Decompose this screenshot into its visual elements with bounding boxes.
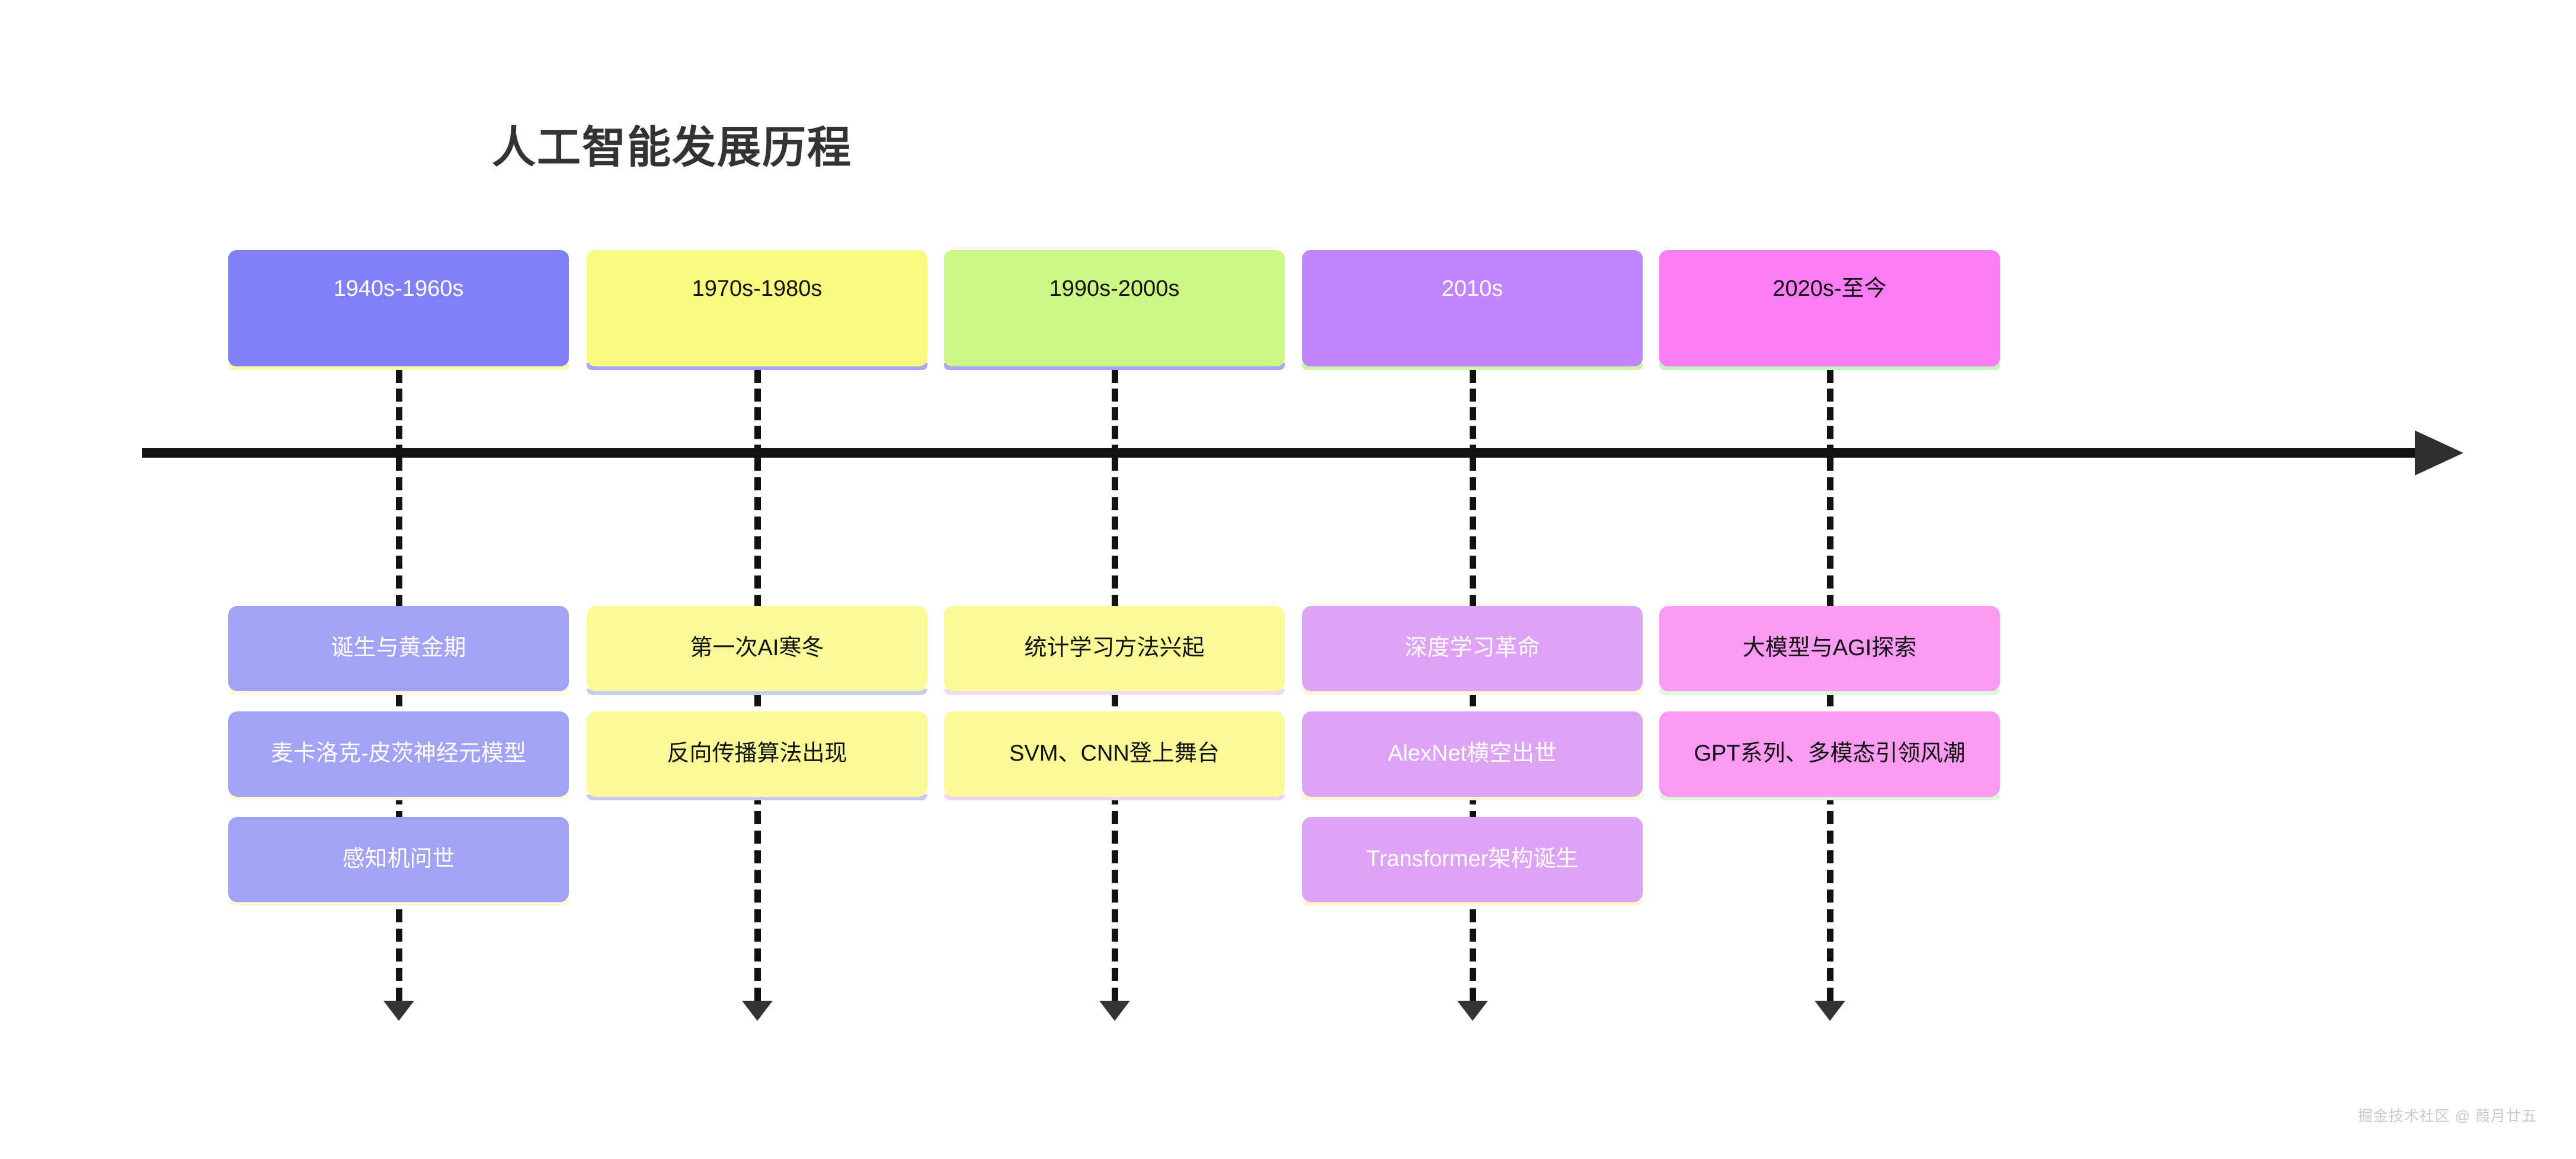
- event-box-5-2[interactable]: GPT系列、多模态引领风潮: [1659, 711, 2000, 797]
- era-box-4[interactable]: 2010s: [1302, 250, 1643, 366]
- event-shadow-4-3: [1302, 900, 1643, 906]
- page-title: 人工智能发展历程: [492, 123, 852, 172]
- event-shadow-3-2: [944, 794, 1285, 800]
- event-shadow-4-2: [1302, 794, 1643, 800]
- event-shadow-3-1: [944, 689, 1285, 695]
- era-box-5[interactable]: 2020s-至今: [1659, 250, 2000, 366]
- event-shadow-1-3: [228, 900, 569, 906]
- event-shadow-2-1: [587, 689, 927, 695]
- event-shadow-1-2: [228, 794, 569, 800]
- era-box-1[interactable]: 1940s-1960s: [228, 250, 569, 366]
- connector-arrow-icon-3: [1099, 1001, 1130, 1021]
- event-shadow-5-1: [1659, 689, 2000, 695]
- event-box-3-1[interactable]: 统计学习方法兴起: [944, 606, 1285, 691]
- connector-era-5: [1826, 370, 1833, 458]
- event-box-4-3[interactable]: Transformer架构诞生: [1302, 817, 1643, 902]
- event-shadow-5-2: [1659, 794, 2000, 800]
- event-box-2-2[interactable]: 反向传播算法出现: [587, 711, 927, 797]
- event-shadow-1-1: [228, 689, 569, 695]
- connector-era-3: [1111, 370, 1118, 458]
- connector-era-4: [1469, 370, 1476, 458]
- event-box-5-1[interactable]: 大模型与AGI探索: [1659, 606, 2000, 691]
- event-shadow-4-1: [1302, 689, 1643, 695]
- event-box-1-1[interactable]: 诞生与黄金期: [228, 606, 569, 691]
- event-box-1-3[interactable]: 感知机问世: [228, 817, 569, 902]
- connector-era-1: [395, 370, 402, 458]
- era-box-3[interactable]: 1990s-2000s: [944, 250, 1285, 366]
- connector-arrow-icon-4: [1457, 1001, 1488, 1021]
- timeline-axis-arrow-icon: [2415, 430, 2463, 475]
- event-box-4-2[interactable]: AlexNet横空出世: [1302, 711, 1643, 797]
- era-box-2[interactable]: 1970s-1980s: [587, 250, 927, 366]
- timeline-axis: [142, 448, 2421, 458]
- event-box-4-1[interactable]: 深度学习革命: [1302, 606, 1643, 691]
- connector-arrow-icon-2: [741, 1001, 773, 1021]
- connector-arrow-icon-1: [383, 1001, 414, 1021]
- event-box-2-1[interactable]: 第一次AI寒冬: [587, 606, 927, 691]
- watermark: 掘金技术社区 @ 葭月廿五: [2357, 1108, 2537, 1125]
- connector-arrow-icon-5: [1814, 1001, 1845, 1021]
- event-box-3-2[interactable]: SVM、CNN登上舞台: [944, 711, 1285, 797]
- event-box-1-2[interactable]: 麦卡洛克-皮茨神经元模型: [228, 711, 569, 797]
- event-shadow-2-2: [587, 794, 927, 800]
- connector-era-2: [754, 370, 761, 458]
